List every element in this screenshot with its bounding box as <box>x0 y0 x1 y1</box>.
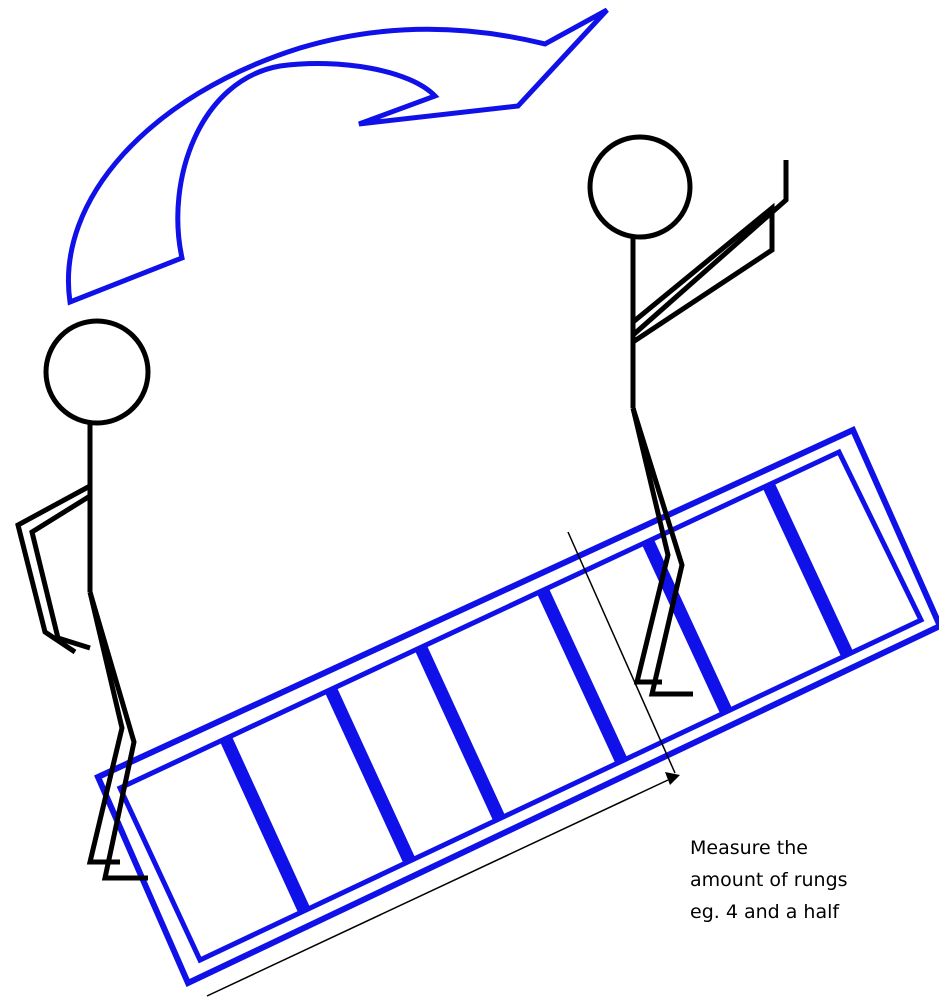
head <box>46 321 148 423</box>
arrowhead-icon <box>665 772 680 785</box>
rung <box>768 484 848 656</box>
stick-figure-icon <box>18 321 148 878</box>
rung <box>330 688 410 862</box>
caption-line: eg. 4 and a half <box>690 896 848 928</box>
stick-figure-icon <box>590 137 786 694</box>
measurement-caption: Measure the amount of rungs eg. 4 and a … <box>690 832 848 928</box>
rung <box>542 589 622 762</box>
rung <box>420 646 500 820</box>
caption-line: amount of rungs <box>690 864 848 896</box>
rung <box>225 737 305 912</box>
caption-line: Measure the <box>690 832 848 864</box>
arm <box>32 496 90 648</box>
head <box>590 137 690 237</box>
rung <box>647 540 727 713</box>
curved-arrow-icon <box>68 10 607 302</box>
measurement-line <box>207 532 680 996</box>
measure-line <box>207 780 668 996</box>
